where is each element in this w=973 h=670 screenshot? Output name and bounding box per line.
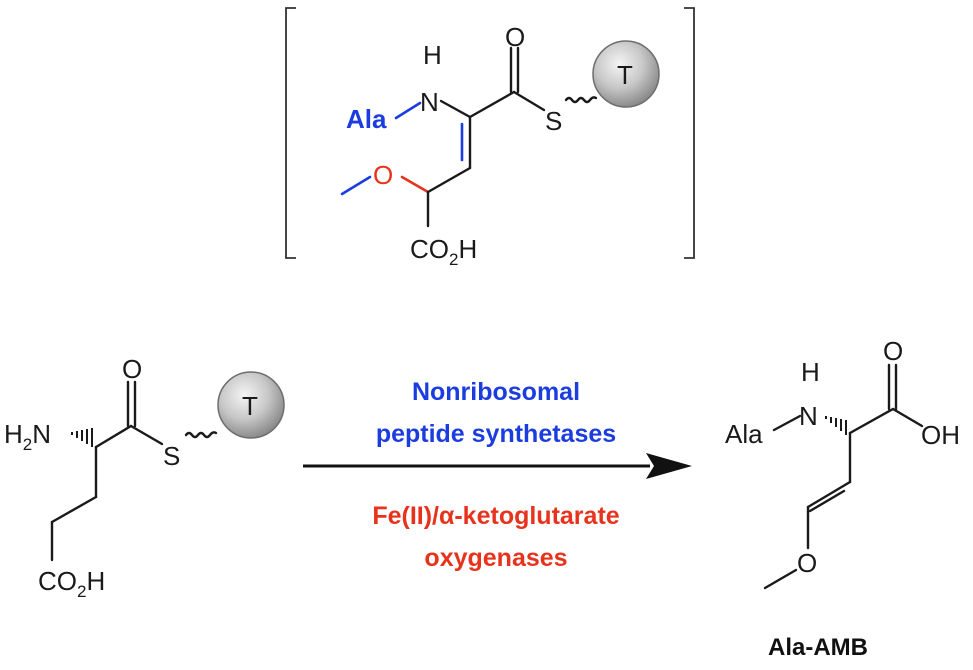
product-oh-label: OH: [921, 420, 960, 450]
substrate-thiolation-domain-sphere: [217, 371, 285, 439]
product-alkene-bond-a: [806, 480, 852, 509]
substrate-c1-s-bond: [129, 424, 164, 446]
substrate-carrier-label: T: [242, 391, 258, 421]
substrate-structure: H2N O S CO2H T: [4, 354, 285, 601]
product-structure: H N Ala O OH O Ala-AMB: [725, 336, 960, 661]
o-methyl-bond: [340, 175, 372, 196]
product-name-label: Ala-AMB: [768, 634, 868, 661]
product-n-label: N: [799, 401, 818, 431]
product-carbonyl-o-label: O: [883, 336, 903, 366]
product-ala-label: Ala: [725, 419, 763, 449]
intermediate-acid-label: CO2H: [410, 234, 477, 269]
reaction-arrow-head: [646, 453, 692, 479]
calpha-c1-bond: [468, 90, 516, 119]
product-hashed-wedge: [825, 416, 847, 435]
s-carrier-wavy-bond: [564, 96, 598, 104]
intermediate-s-label: S: [545, 106, 562, 136]
intermediate-thiolation-domain-sphere: [592, 40, 660, 108]
c4-o-bond: [400, 175, 430, 194]
oxygenase-label-line2: oxygenases: [424, 544, 567, 572]
intermediate-carbonyl-o-label: O: [505, 22, 525, 52]
intermediate-n-label: N: [420, 87, 439, 117]
oxygenase-label-line1: Fe(II)/α-ketoglutarate: [372, 502, 619, 530]
intermediate-methoxy-o-label: O: [373, 160, 393, 190]
substrate-calpha-c1-bond: [94, 424, 133, 449]
product-alkene-bond-b: [808, 489, 846, 513]
reaction-arrow-group: Nonribosomal peptide synthetases Fe(II)/…: [303, 378, 692, 572]
product-ala-n-bond: [772, 414, 802, 432]
substrate-s-label: S: [163, 441, 180, 471]
intermediate-carrier-label: T: [617, 60, 633, 90]
product-methoxy-o-label: O: [797, 548, 817, 578]
substrate-hashed-wedge: [71, 428, 93, 447]
product-calpha-c1-bond: [848, 407, 895, 435]
product-c1-oh-bond: [891, 407, 924, 428]
nrps-label-line2: peptide synthetases: [376, 420, 616, 448]
c3-c4-bond: [426, 166, 472, 194]
substrate-cbeta-cgamma-bond: [50, 495, 98, 524]
substrate-amine-label: H2N: [4, 419, 51, 454]
intermediate-structure: H N Ala O S O CO2H T: [285, 7, 695, 269]
left-bracket: [285, 7, 296, 259]
substrate-acid-label: CO2H: [38, 566, 105, 601]
nrps-label-line1: Nonribosomal: [412, 378, 580, 406]
product-o-methyl-bond: [763, 568, 798, 590]
c1-s-bond: [512, 90, 546, 112]
substrate-s-carrier-wavy-bond: [184, 431, 218, 439]
product-h-label: H: [801, 357, 820, 387]
ala-n-bond: [394, 101, 422, 120]
intermediate-ala-label: Ala: [346, 104, 387, 134]
intermediate-h-label: H: [423, 40, 442, 70]
right-bracket: [684, 7, 695, 259]
n-calpha-bond: [439, 99, 472, 119]
substrate-carbonyl-o-label: O: [122, 354, 142, 384]
